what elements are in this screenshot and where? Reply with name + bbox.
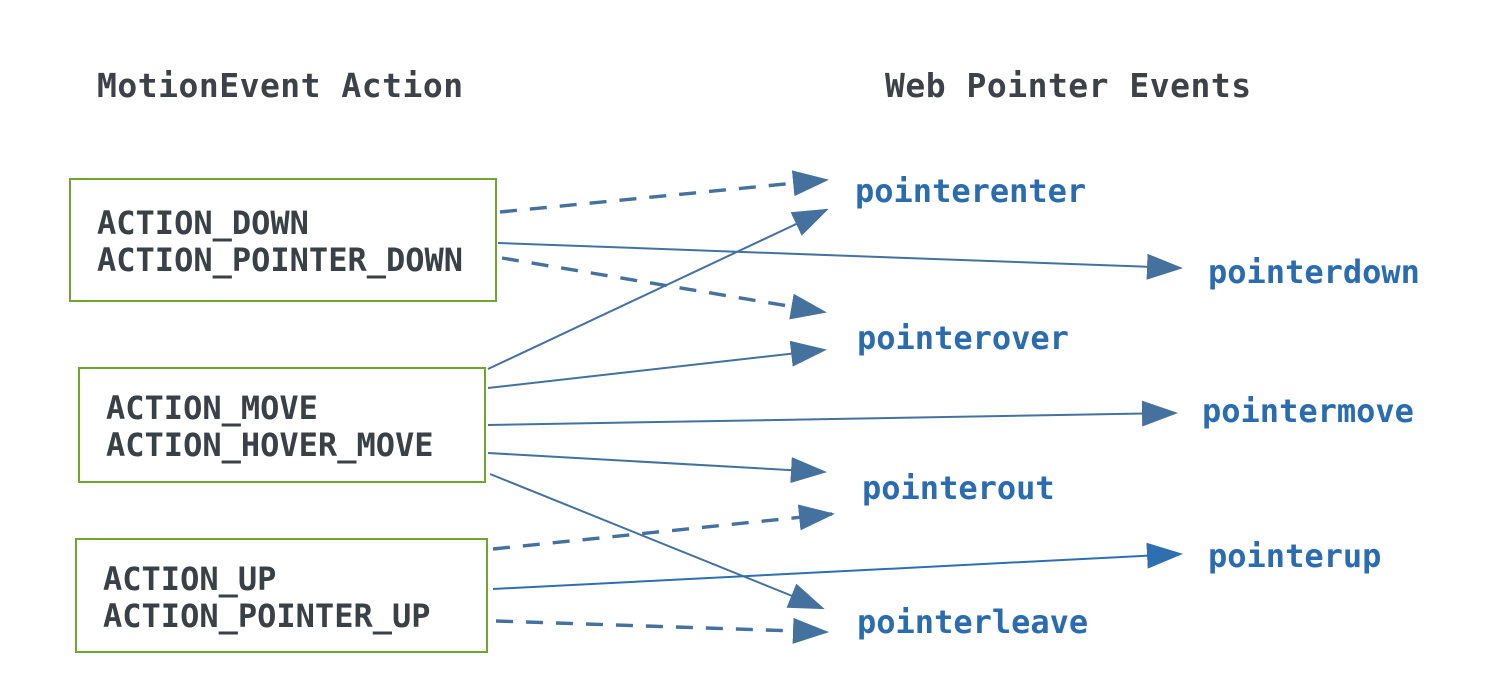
action-label: ACTION_POINTER_DOWN	[97, 241, 464, 279]
action-label: ACTION_POINTER_UP	[103, 596, 431, 635]
arrow-down-to-pointerdown	[497, 242, 1183, 280]
action-label: ACTION_UP	[103, 559, 277, 598]
event-label-pointerup: pointerup	[1208, 537, 1382, 575]
left-column-header: MotionEvent Action	[97, 66, 464, 105]
arrow-down-to-pointerenter	[499, 170, 829, 214]
event-label-pointerover: pointerover	[857, 319, 1069, 357]
arrow-move-to-pointermove	[487, 400, 1178, 427]
arrow-up-to-pointerleave	[495, 617, 829, 644]
arrow-up-to-pointerout	[492, 504, 835, 551]
action-label: ACTION_MOVE	[106, 389, 318, 427]
arrow-move-to-pointerenter	[487, 208, 829, 370]
event-label-pointerout: pointerout	[862, 469, 1055, 507]
arrow-up-to-pointerup	[492, 542, 1183, 590]
arrow-move-to-pointerover	[487, 340, 827, 389]
action-label: ACTION_HOVER_MOVE	[106, 426, 434, 464]
event-label-pointerleave: pointerleave	[857, 603, 1089, 641]
arrow-move-to-pointerout	[487, 452, 827, 484]
action-label: ACTION_DOWN	[97, 204, 309, 242]
arrow-move-to-pointerleave	[489, 473, 825, 610]
event-label-pointerenter: pointerenter	[855, 172, 1087, 210]
arrow-down-to-pointerover	[501, 256, 827, 320]
right-column-header: Web Pointer Events	[885, 66, 1252, 105]
event-label-pointermove: pointermove	[1202, 392, 1414, 430]
event-label-pointerdown: pointerdown	[1208, 253, 1420, 291]
